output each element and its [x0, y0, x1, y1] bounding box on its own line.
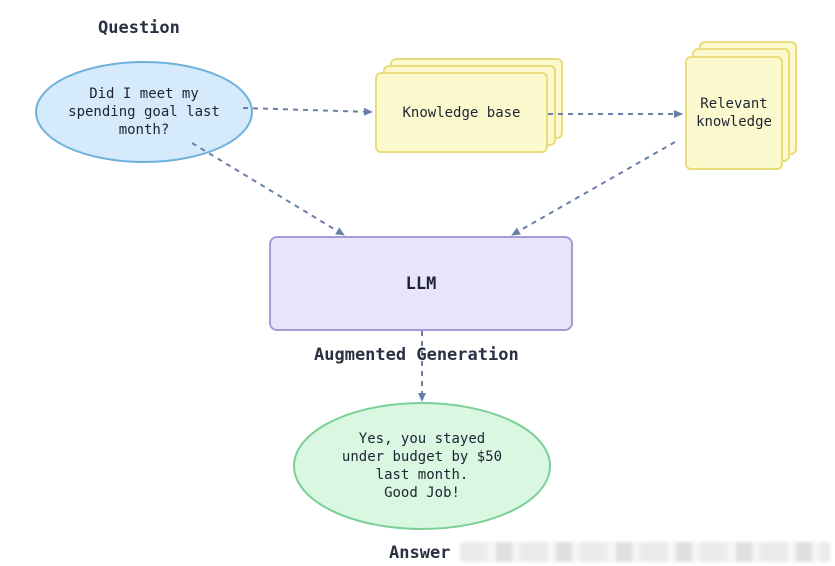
answer-text: Yes, you stayed under budget by $50 last… [341, 431, 503, 501]
blurred-watermark [460, 542, 830, 562]
knowledge-base-stack [375, 58, 563, 153]
relevant-knowledge-stack [685, 41, 797, 170]
knowledge-base-sheet-front [375, 72, 548, 153]
augmented-generation-label: Augmented Generation [314, 345, 519, 365]
answer-label: Answer [389, 543, 451, 563]
llm-text: LLM [405, 273, 437, 294]
arrow-relevant-to-llm [511, 141, 676, 236]
question-label: Question [98, 18, 180, 38]
question-text: Did I meet my spending goal last month? [68, 86, 220, 138]
arrow-question-to-llm [191, 142, 345, 236]
arrow-question-to-knowledge-base [242, 107, 373, 116]
relevant-knowledge-sheet-front [685, 56, 783, 170]
knowledge-base-text: Knowledge base [402, 104, 521, 121]
llm-node [269, 236, 573, 331]
answer-node [293, 402, 551, 530]
relevant-knowledge-text: Relevant knowledge [696, 96, 772, 130]
question-node [35, 61, 253, 163]
